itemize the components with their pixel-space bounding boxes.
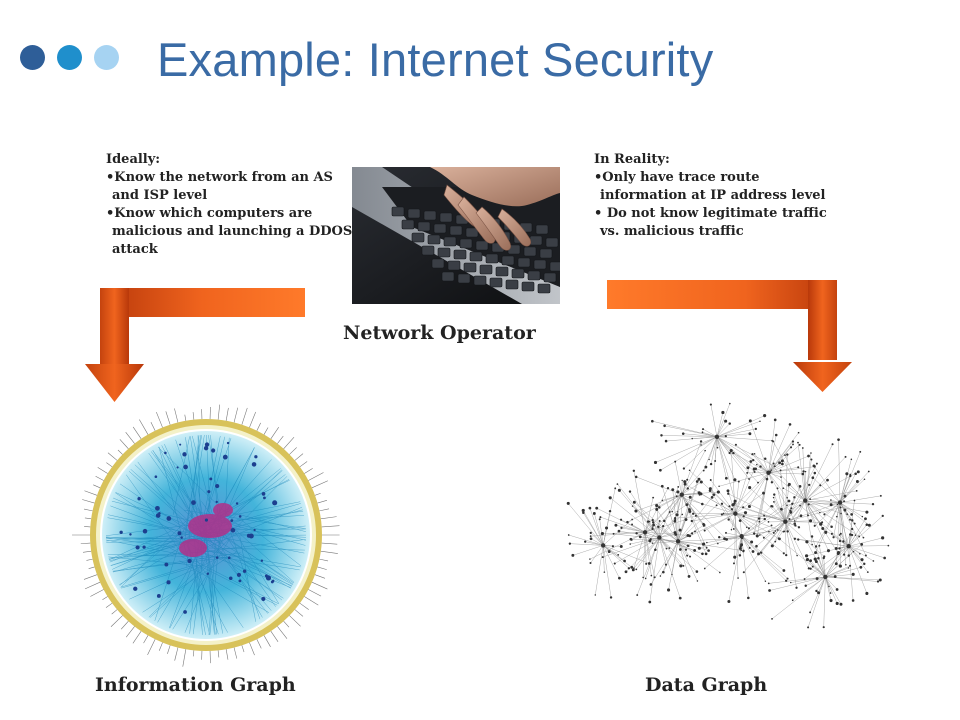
- title-dots: [20, 45, 119, 70]
- reality-heading: In Reality:: [594, 152, 670, 167]
- ideal-bullet-2: •Know which computers are malicious and …: [106, 206, 353, 257]
- reality-bullet-2: • Do not know legitimate traffic vs. mal…: [594, 206, 827, 239]
- title-dot-3: [94, 45, 119, 70]
- data-graph: [560, 393, 900, 668]
- reality-note: In Reality: •Only have trace route infor…: [594, 151, 834, 241]
- ideal-note: Ideally: •Know the network from an AS an…: [106, 151, 356, 259]
- ideal-bullet-1: •Know the network from an AS and ISP lev…: [106, 170, 333, 203]
- keyboard-photo: [352, 167, 560, 304]
- left-elbow-arrow: [85, 288, 305, 402]
- right-elbow-arrow: [607, 280, 852, 392]
- information-graph-caption: Information Graph: [95, 674, 296, 696]
- title-dot-1: [20, 45, 45, 70]
- ideal-heading: Ideally:: [106, 152, 161, 167]
- slide-title: Example: Internet Security: [157, 33, 714, 86]
- data-graph-caption: Data Graph: [645, 674, 768, 696]
- title-dot-2: [57, 45, 82, 70]
- information-graph: [72, 404, 340, 667]
- reality-bullet-1: •Only have trace route information at IP…: [594, 170, 826, 203]
- network-operator-caption: Network Operator: [343, 322, 536, 344]
